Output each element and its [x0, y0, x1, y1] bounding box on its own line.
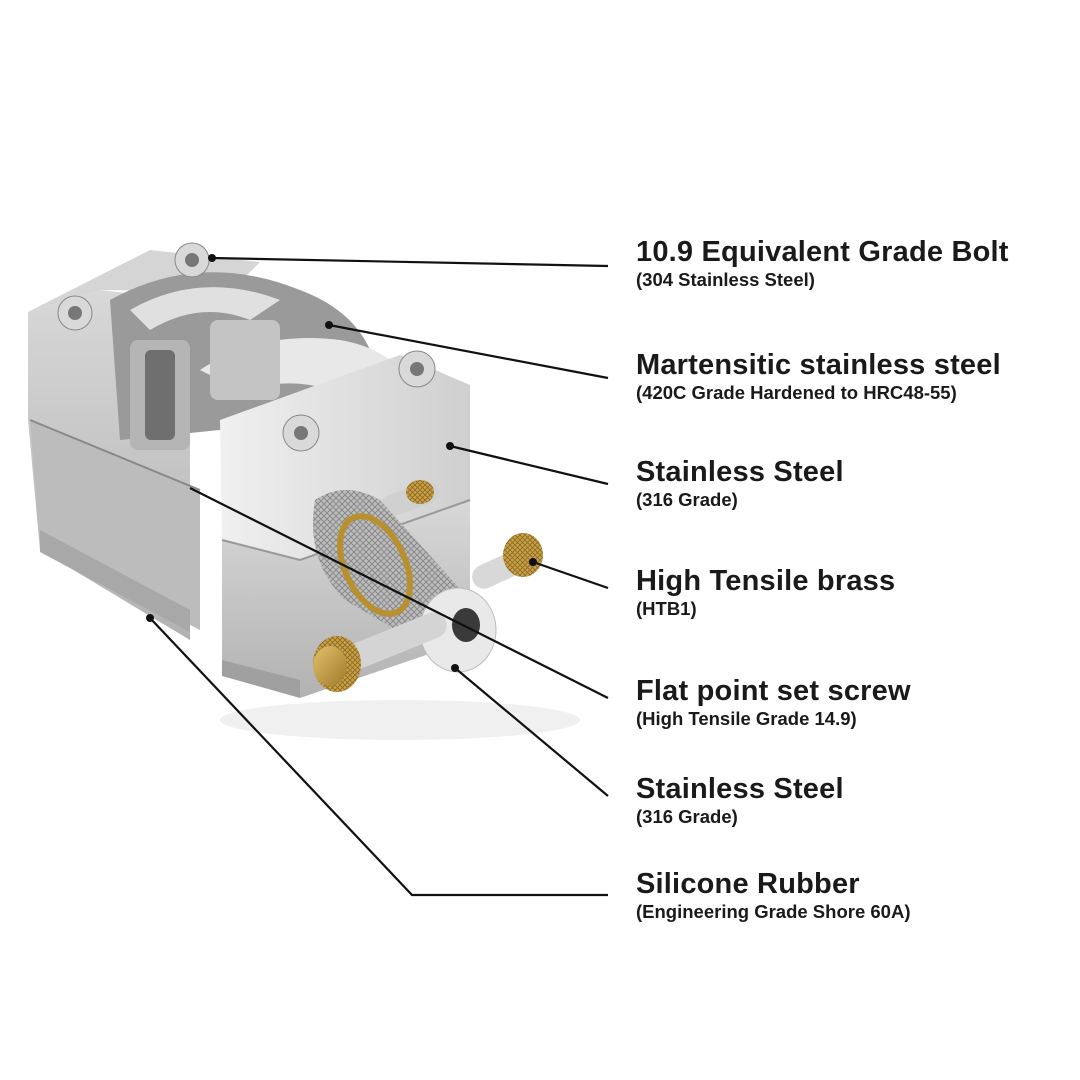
- leader-line-stainless-1: [449, 444, 609, 486]
- callout-title: 10.9 Equivalent Grade Bolt: [636, 236, 1009, 268]
- leader-line-brass: [532, 560, 609, 590]
- callout-subtitle: (304 Stainless Steel): [636, 269, 815, 290]
- callout-title: Stainless Steel: [636, 773, 844, 805]
- callout-title: Flat point set screw: [636, 675, 911, 707]
- set-screw-hole: [452, 608, 480, 642]
- callout-subtitle: (Engineering Grade Shore 60A): [636, 901, 911, 922]
- callout-subtitle: (316 Grade): [636, 806, 738, 827]
- callout-title: High Tensile brass: [636, 565, 896, 597]
- callout-subtitle: (316 Grade): [636, 489, 738, 510]
- callout-brass: High Tensile brass (HTB1): [636, 565, 895, 621]
- callout-martensitic: Martensitic stainless steel (420C Grade …: [636, 349, 1001, 405]
- callout-title: Stainless Steel: [636, 456, 844, 488]
- callout-bolt: 10.9 Equivalent Grade Bolt (304 Stainles…: [636, 236, 1009, 292]
- callout-subtitle: (High Tensile Grade 14.9): [636, 708, 857, 729]
- leader-line-bolt: [211, 256, 609, 268]
- callout-set-screw: Flat point set screw (High Tensile Grade…: [636, 675, 911, 731]
- product-illustration: [28, 242, 580, 740]
- brass-ring: [337, 513, 413, 617]
- callout-subtitle: (420C Grade Hardened to HRC48-55): [636, 382, 957, 403]
- callout-stainless-1: Stainless Steel (316 Grade): [636, 456, 844, 512]
- leader-line-set-screw: [189, 487, 609, 699]
- callout-title: Silicone Rubber: [636, 868, 860, 900]
- callout-silicone: Silicone Rubber (Engineering Grade Shore…: [636, 868, 910, 924]
- callout-title: Martensitic stainless steel: [636, 349, 1001, 381]
- leader-line-stainless-2: [454, 667, 609, 797]
- callout-subtitle: (HTB1): [636, 598, 697, 619]
- leader-line-martensitic: [328, 323, 609, 380]
- callout-stainless-2: Stainless Steel (316 Grade): [636, 773, 844, 829]
- leader-line-silicone: [149, 617, 608, 897]
